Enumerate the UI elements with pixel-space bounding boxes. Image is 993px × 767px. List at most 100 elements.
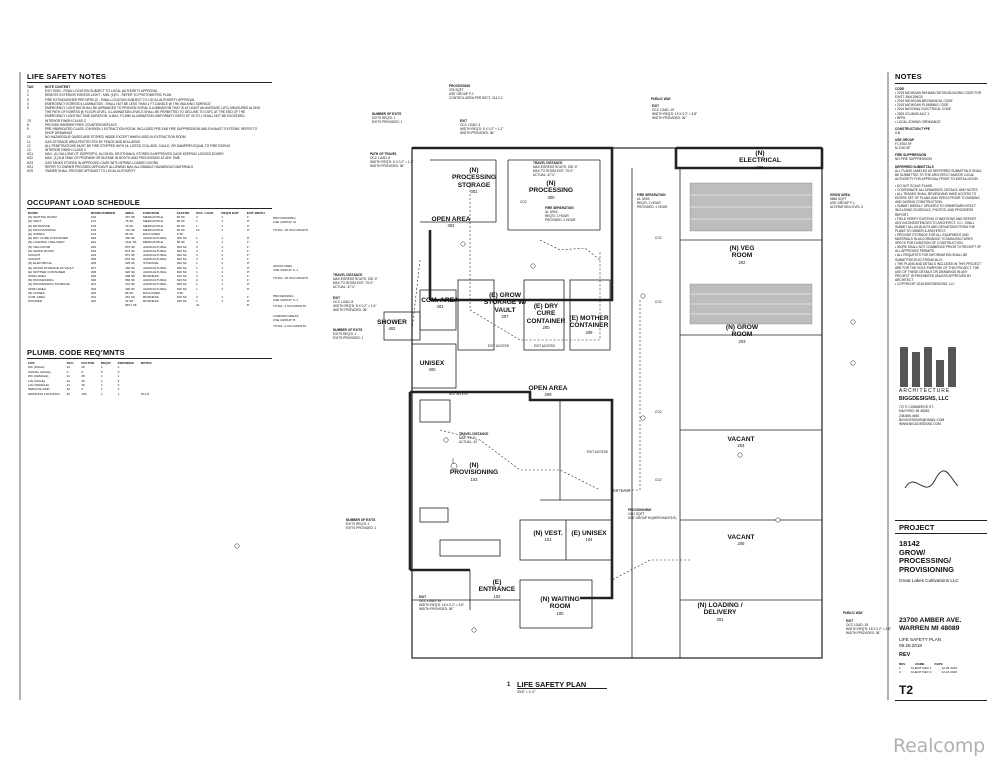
table-cell: 1" — [246, 240, 250, 245]
annotation-line: 5656 SQFT — [830, 197, 847, 202]
table-cell: 300 SF — [176, 244, 187, 249]
processing-fire-wall — [412, 146, 614, 302]
provisioning-fire-wall — [410, 390, 614, 600]
annotation-line: NUMBER OF EXITS — [346, 518, 376, 522]
annotation-line: WIDTH PROVIDED: 36" — [460, 131, 495, 136]
table-cell: (N) UNISEX — [28, 290, 45, 295]
annotation-line: ACTUAL: 37'-0" — [333, 285, 356, 290]
annotation-line: EXIT — [652, 104, 660, 108]
life-safety-notes-title: LIFE SAFETY NOTES — [27, 72, 107, 81]
table-cell: 1 — [196, 286, 198, 291]
annotation-line: TRAVEL DISTANCE — [533, 161, 563, 165]
table-cell: AGRICULTURAL — [143, 282, 167, 287]
table-cell: 3 — [196, 253, 198, 258]
public-way-label: PUBLIC WAY — [843, 611, 863, 615]
table-cell: 0" — [246, 269, 250, 274]
note-text: PRE-FABRICATED CLASS I DIVISION 1 EXTRAC… — [45, 127, 258, 132]
annotation-line: EXITS PROVIDED: 1 — [346, 526, 377, 531]
room-number: 200 — [542, 325, 550, 331]
table-cell: (N) PROVISIONING — [28, 227, 56, 232]
table-cell: 200 — [90, 236, 97, 241]
firm-tagline: ARCHITECTURE — [899, 388, 951, 394]
table-cell: AGRICULTURAL — [143, 244, 167, 249]
column-header: ROOM — [28, 211, 38, 215]
table-cell: 60 SF — [176, 240, 186, 245]
table-cell: 40 — [81, 378, 85, 383]
annotation-line: ALTERATION LEVEL 3 — [830, 205, 863, 210]
table-cell: 1" — [246, 278, 250, 283]
co2-label: CO2 — [655, 236, 662, 240]
code-item: • NFPA — [895, 115, 906, 120]
note-row: EMERGENCY LIGHTING TIME DURATION. A MAX-… — [27, 114, 272, 118]
annotation-line: OCC LOAD: 19 — [652, 108, 674, 113]
table-cell: 21 — [66, 374, 71, 379]
table-cell: 4 — [196, 215, 198, 220]
annotation-line: NUMBER OF EXITS — [333, 328, 363, 332]
client-name: Great Lakes Cultivations LLC — [899, 578, 959, 583]
note-text: EMERGENCY LIGHTING TIME DURATION. A MAX-… — [45, 114, 246, 119]
table-cell: 1 — [117, 391, 120, 396]
table-cell: 1" — [246, 253, 250, 258]
room-name-line: PROCESSING — [529, 187, 573, 195]
divider — [27, 358, 272, 359]
table-cell: 300 SF — [176, 257, 187, 262]
sheet-plan-date: 09.28.2018 — [899, 642, 922, 648]
code-item: • 2015 MICHIGAN REHABILITATION BUILDING … — [895, 91, 982, 100]
table-cell: 300 SF — [176, 265, 187, 270]
room-name-line: (N) WAITING — [540, 596, 580, 603]
table-cell: 1 — [117, 374, 120, 379]
side-note-line: TOTAL: 18 OCCUPANTS — [273, 276, 308, 280]
firm-address-line: 248.866.4460 — [899, 413, 920, 418]
divider — [895, 83, 987, 84]
column-header: REQ'D — [100, 361, 111, 365]
occupant-side-note: TOTAL: 18 OCCUPANTS — [273, 276, 308, 280]
note-text: THE PATH OF EGRESS @ FLOOR LEVEL. ILLUMI… — [45, 110, 246, 115]
table-cell: 1 — [221, 274, 224, 279]
sheet-plan-title: LIFE SAFETY PLAN — [899, 637, 942, 642]
note-row: THE PATH OF EGRESS @ FLOOR LEVEL. ILLUMI… — [27, 110, 272, 114]
annotation-line: PATH OF TRAVEL — [370, 152, 397, 156]
table-cell: WC (MALE) — [28, 365, 45, 370]
table-cell: 1 — [100, 365, 103, 370]
rev-cell: CLIENT REV 2 — [910, 670, 932, 675]
annotation-line: WIDTH REQ'D: 19 X 0.2" = 3.8" — [652, 112, 698, 117]
table-cell: 180 SF — [125, 286, 136, 291]
table-cell: 209 — [90, 274, 97, 279]
column-header: FIXT. — [28, 361, 36, 365]
table-cell: 43 SF — [125, 223, 134, 228]
table-cell: (N) LOADING / DELIVERY — [28, 240, 65, 245]
annotation-line: FIRE SEPARATION — [545, 206, 574, 210]
firm-address-line: BIGGDESIGNS@GMAIL.COM — [899, 417, 945, 422]
table-cell: 1 — [221, 295, 224, 300]
table-cell: URINAL (MALE) — [28, 369, 51, 374]
general-note-item: • THE PLANS AND DETAILS INCLUDED IN THIS… — [895, 261, 982, 283]
table-cell: BUSINESS — [143, 295, 159, 300]
address-line: 23700 AMBER AVE. — [899, 617, 962, 624]
room-name-line: CONTAINER — [569, 322, 609, 330]
table-cell: AGRICULTURAL — [143, 248, 167, 253]
annotation-line: WIDTH PROVIDED: 36" — [419, 607, 454, 612]
room-name-line: DELIVERY — [703, 609, 737, 617]
table-cell: 1 — [221, 299, 224, 304]
annotation-line: EXIT — [846, 619, 854, 623]
column-header: REQ'D EXIT — [221, 211, 239, 215]
